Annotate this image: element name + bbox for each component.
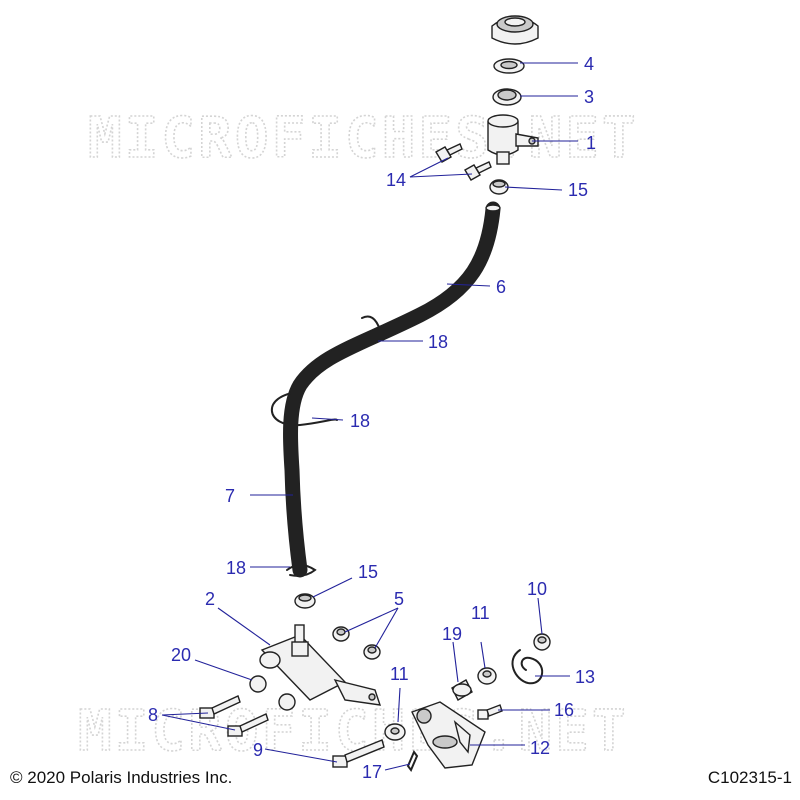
callout-5: 5 (394, 589, 404, 609)
bushing (533, 633, 551, 651)
callout-18-middle: 18 (350, 411, 370, 431)
master-cylinder (259, 624, 382, 706)
callout-10: 10 (527, 579, 547, 599)
mounting-bolt (464, 161, 492, 181)
hose-clip (270, 391, 338, 427)
reservoir-seal (492, 88, 522, 106)
hose-clip (361, 315, 382, 342)
callout-11-top: 11 (471, 603, 490, 623)
callout-19: 19 (442, 624, 462, 644)
callout-4: 4 (584, 54, 594, 74)
callout-13: 13 (575, 667, 595, 687)
brake-fluid-reservoir (487, 114, 539, 165)
watermark-top: MICROFICHES.NET (88, 106, 639, 171)
hose-clip (286, 564, 317, 577)
callout-20: 20 (171, 645, 191, 665)
diagram-id: C102315-1 (707, 768, 792, 787)
callout-14: 14 (386, 170, 406, 190)
bolt (227, 713, 269, 737)
callout-17: 17 (362, 762, 382, 782)
reservoir-cap (491, 15, 539, 45)
callout-7: 7 (225, 486, 235, 506)
mounting-bolt (435, 143, 463, 163)
callout-15-top: 15 (568, 180, 588, 200)
bushing (363, 644, 381, 660)
washer (384, 723, 406, 741)
pivot-pin (451, 679, 473, 701)
callout-1: 1 (586, 133, 596, 153)
copyright-notice: © 2020 Polaris Industries Inc. (10, 768, 233, 787)
hose-clamp (294, 593, 316, 609)
callout-8: 8 (148, 705, 158, 725)
bushing (477, 667, 497, 685)
cotter-pin (406, 750, 419, 772)
callout-6: 6 (496, 277, 506, 297)
callout-2: 2 (205, 589, 215, 609)
reservoir-diaphragm (493, 58, 525, 74)
leader-lines (161, 62, 578, 771)
callout-16: 16 (554, 700, 574, 720)
small-bolt (477, 704, 503, 720)
spacer (249, 675, 296, 711)
callout-12: 12 (530, 738, 550, 758)
brake-hose (282, 201, 501, 578)
callout-18-top: 18 (428, 332, 448, 352)
callout-3: 3 (584, 87, 594, 107)
pedal-bracket (411, 701, 486, 769)
callout-15-bottom: 15 (358, 562, 378, 582)
callout-11-bottom: 11 (390, 664, 409, 684)
callout-18-bottom: 18 (226, 558, 246, 578)
callout-9: 9 (253, 740, 263, 760)
bushing (332, 626, 350, 642)
return-spring (511, 649, 544, 685)
